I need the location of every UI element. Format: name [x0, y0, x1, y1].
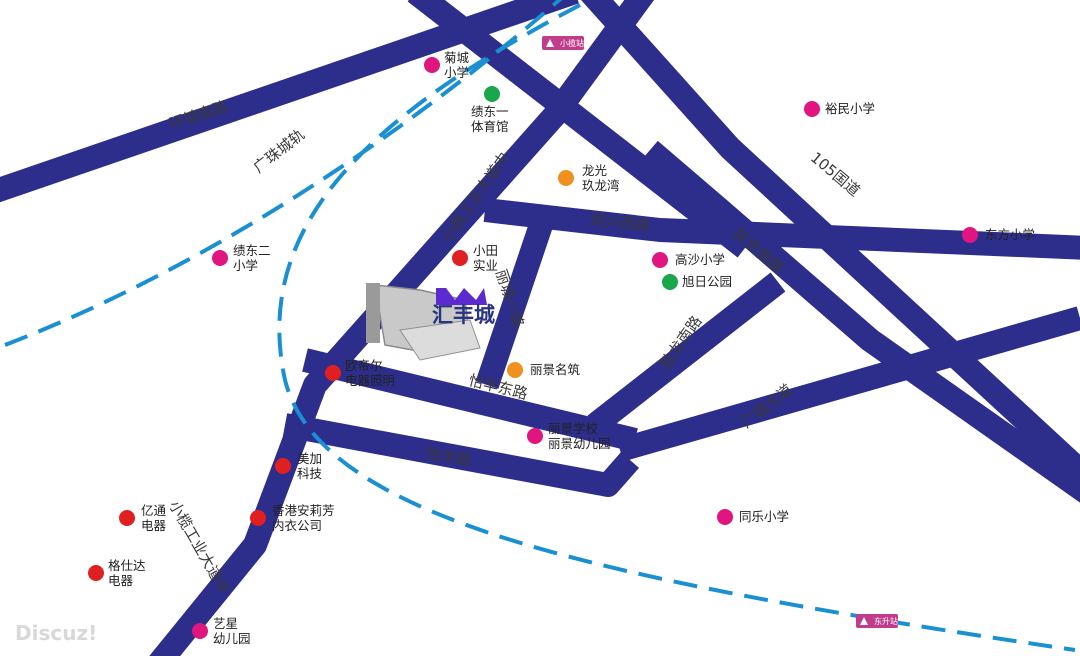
- poi-label: 科技: [297, 466, 323, 481]
- poi-label: 小学: [444, 65, 469, 80]
- poi-gaosha[interactable]: 高沙小学: [652, 252, 725, 268]
- poi-label: 丽景学校: [548, 421, 599, 436]
- poi-label: 电器照明: [345, 373, 395, 388]
- poi-label: 旭日公园: [682, 274, 732, 289]
- company-marker-icon: [275, 458, 291, 474]
- poi-label: 高沙小学: [675, 252, 725, 267]
- station-label-xiaolan: 小榄站: [560, 38, 584, 48]
- poi-yumin[interactable]: 裕民小学: [804, 101, 875, 117]
- poi-label: 电器: [108, 573, 134, 588]
- road-north-diagonal-a: [407, 0, 753, 258]
- poi-label: 同乐小学: [739, 509, 789, 524]
- school-marker-icon: [192, 623, 208, 639]
- poi-tongle[interactable]: 同乐小学: [717, 509, 789, 525]
- road-tongxing-west: [483, 198, 1080, 260]
- station-dongsheng[interactable]: 东升站: [856, 614, 898, 628]
- company-marker-icon: [119, 510, 135, 526]
- poi-label: 电器: [141, 518, 167, 533]
- poi-label: 体育馆: [471, 119, 509, 134]
- park-marker-icon: [484, 86, 500, 102]
- poi-label: 绩东二: [233, 243, 271, 258]
- poi-label: 绩东一: [471, 104, 509, 119]
- road-licheng-1: [475, 218, 554, 389]
- poi-label: 香港安莉芳: [272, 503, 335, 518]
- train-icon: [546, 39, 554, 47]
- school-marker-icon: [652, 252, 668, 268]
- rail-line-west: [4, 0, 563, 347]
- station-xiaolan[interactable]: 小榄站: [542, 36, 584, 50]
- huifengcheng-building[interactable]: 汇丰城: [366, 283, 495, 361]
- watermark: Discuz!: [15, 621, 97, 645]
- poi-label: 艺星: [213, 616, 238, 631]
- poi-label: 龙光: [582, 163, 607, 178]
- poi-label: 幼儿园: [213, 631, 251, 646]
- poi-label: 格仕达: [108, 558, 146, 573]
- poi-lijing[interactable]: 丽景名筑: [507, 362, 581, 378]
- company-marker-icon: [88, 565, 104, 581]
- poi-label: 丽景名筑: [530, 362, 581, 377]
- road-minan-south: [642, 140, 1080, 503]
- road-guangfu: [616, 306, 1080, 462]
- poi-label: 菊城: [444, 50, 470, 65]
- road-yifeng-east: [302, 348, 638, 452]
- mountain-m-logo-icon: [436, 288, 487, 305]
- residential-marker-icon: [507, 362, 523, 378]
- residential-marker-icon: [558, 170, 574, 186]
- road-yifeng: [282, 413, 640, 497]
- building-roof: [399, 319, 481, 361]
- poi-label: 小田: [473, 243, 498, 258]
- building-tower: [366, 283, 380, 343]
- road-label-tongxing: 同兴西路: [590, 211, 651, 234]
- poi-label: 丽景幼儿园: [548, 436, 611, 451]
- rail-line-main: [277, 3, 1076, 652]
- train-icon: [860, 617, 868, 625]
- poi-label: 小学: [233, 258, 258, 273]
- school-marker-icon: [804, 101, 820, 117]
- company-marker-icon: [452, 250, 468, 266]
- poi-label: 美加: [297, 451, 322, 466]
- road-105-national: [581, 0, 1080, 488]
- road-north-diagonal-b: [149, 0, 655, 656]
- poi-label: 欧帝尔: [345, 358, 383, 373]
- poi-dongfang[interactable]: 东方小学: [962, 227, 1035, 243]
- poi-label: 裕民小学: [825, 101, 875, 116]
- poi-label: 玖龙湾: [582, 178, 620, 193]
- school-marker-icon: [212, 250, 228, 266]
- poi-xuri[interactable]: 旭日公园: [662, 274, 732, 290]
- poi-label: 亿通: [141, 503, 167, 518]
- poi-label: 实业: [473, 258, 498, 273]
- poi-label: 东方小学: [985, 227, 1035, 242]
- company-marker-icon: [250, 510, 266, 526]
- poi-label: 内衣公司: [272, 518, 322, 533]
- school-marker-icon: [962, 227, 978, 243]
- station-label-dongsheng: 东升站: [874, 616, 898, 626]
- park-marker-icon: [662, 274, 678, 290]
- road-shengli-south: [587, 272, 786, 435]
- development-name: 汇丰城: [432, 303, 495, 327]
- school-marker-icon: [717, 509, 733, 525]
- school-marker-icon: [424, 57, 440, 73]
- school-marker-icon: [527, 428, 543, 444]
- company-marker-icon: [325, 365, 341, 381]
